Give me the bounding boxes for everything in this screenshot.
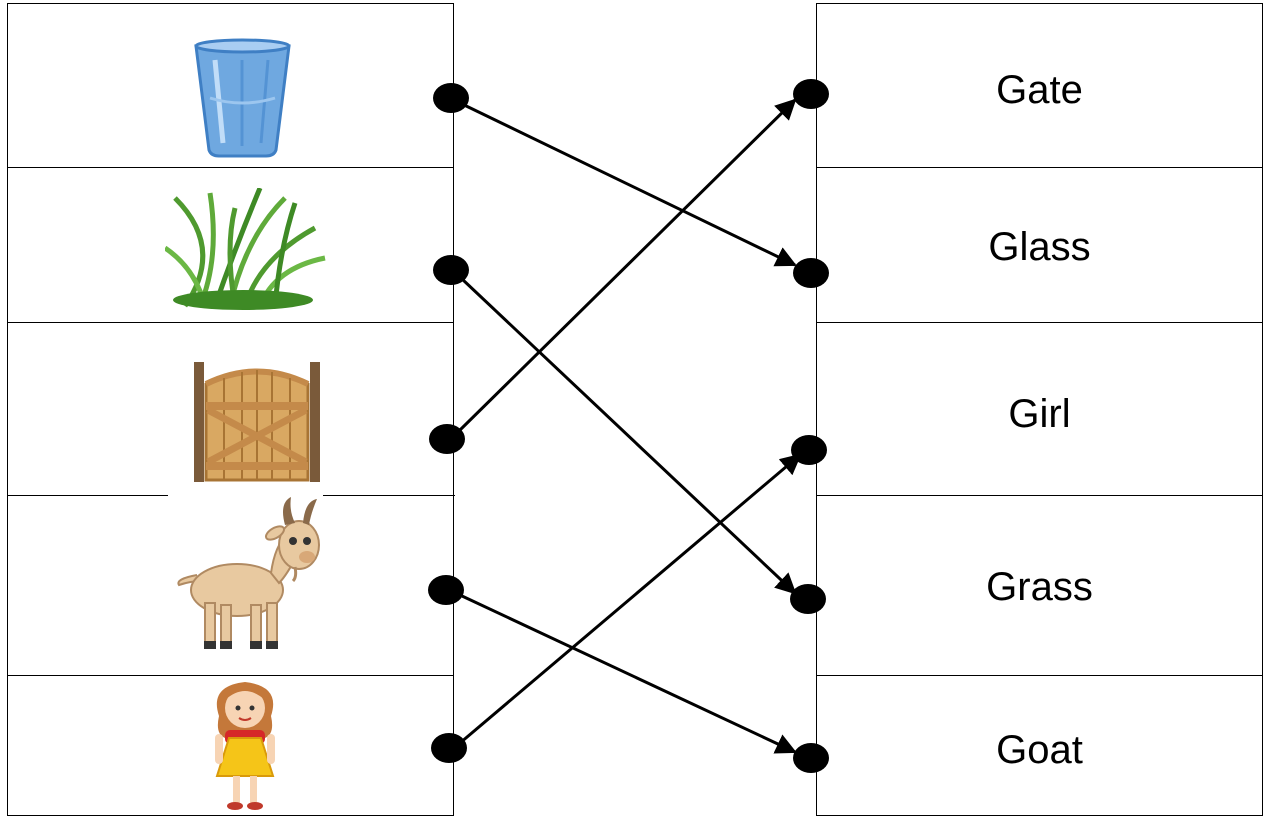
word-glass[interactable]: Glass xyxy=(988,225,1091,269)
word-column: Gate Glass Girl Grass Goat xyxy=(816,3,1263,816)
gate-icon[interactable] xyxy=(194,354,320,482)
left-dot-gate[interactable] xyxy=(429,424,465,454)
word-gate[interactable]: Gate xyxy=(996,68,1083,112)
row-divider xyxy=(817,167,1262,168)
left-dot-girl[interactable] xyxy=(431,733,467,763)
row-divider xyxy=(817,322,1262,323)
glass-icon[interactable] xyxy=(190,38,295,160)
picture-column xyxy=(7,3,455,816)
grass-icon[interactable] xyxy=(165,188,330,310)
row-divider xyxy=(8,675,453,676)
row-divider xyxy=(817,675,1262,676)
left-dot-glass[interactable] xyxy=(433,83,469,113)
right-dot-glass[interactable] xyxy=(793,258,829,288)
row-divider xyxy=(8,322,453,323)
row-divider xyxy=(8,167,453,168)
match-line-gate xyxy=(458,98,797,432)
match-line-goat xyxy=(461,594,797,754)
row-divider xyxy=(8,495,168,496)
goat-icon[interactable] xyxy=(175,495,325,655)
girl-icon[interactable] xyxy=(205,676,285,814)
match-line-glass xyxy=(459,101,797,267)
match-line-girl xyxy=(459,453,802,745)
row-divider xyxy=(323,495,455,496)
right-dot-gate[interactable] xyxy=(793,79,829,109)
right-dot-girl[interactable] xyxy=(791,435,827,465)
match-line-grass xyxy=(460,277,797,595)
word-goat[interactable]: Goat xyxy=(996,728,1083,772)
word-girl[interactable]: Girl xyxy=(1008,392,1071,436)
word-grass[interactable]: Grass xyxy=(986,565,1093,609)
right-dot-grass[interactable] xyxy=(790,584,826,614)
left-dot-goat[interactable] xyxy=(428,575,464,605)
row-divider xyxy=(817,495,1262,496)
right-dot-goat[interactable] xyxy=(793,743,829,773)
left-dot-grass[interactable] xyxy=(433,255,469,285)
